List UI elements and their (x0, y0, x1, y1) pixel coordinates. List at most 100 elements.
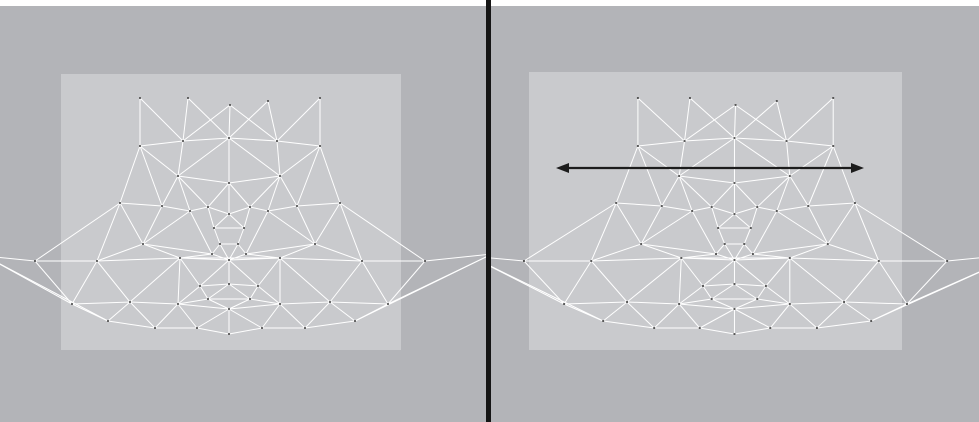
mesh-vertex (769, 327, 771, 329)
mesh-vertex (640, 243, 642, 245)
mesh-vertex (211, 253, 213, 255)
mesh-vertex (228, 283, 230, 285)
mesh-vertex (733, 259, 735, 261)
mesh-vertex (213, 227, 215, 229)
mesh-vertex (199, 285, 201, 287)
mesh-vertex (296, 205, 298, 207)
mesh-vertex (96, 260, 98, 262)
panel-left-svg (0, 6, 486, 422)
mesh-vertex (139, 145, 141, 147)
mesh-vertex (743, 243, 745, 245)
mesh-vertex (276, 140, 278, 142)
mesh-vertex (807, 205, 809, 207)
mesh-vertex (615, 202, 617, 204)
mesh-vertex (207, 206, 209, 208)
mesh-vertex (832, 145, 834, 147)
mesh-vertex (702, 285, 704, 287)
mesh-vertex (906, 303, 908, 305)
mesh-vertex (142, 243, 144, 245)
mesh-vertex (733, 333, 735, 335)
mesh-vertex (314, 243, 316, 245)
mesh-vertex (946, 260, 948, 262)
mesh-vertex (107, 320, 109, 322)
mesh-vertex (279, 303, 281, 305)
mesh-vertex (243, 227, 245, 229)
mesh-vertex (602, 320, 604, 322)
mesh-vertex (139, 97, 141, 99)
mesh-vertex (228, 259, 230, 261)
mesh-vertex (878, 260, 880, 262)
mesh-vertex (832, 97, 834, 99)
mesh-vertex (228, 182, 230, 184)
mesh-vertex (756, 206, 758, 208)
panel-right (491, 6, 979, 422)
image-frame (529, 72, 902, 350)
mesh-vertex (684, 140, 686, 142)
mesh-vertex (267, 100, 269, 102)
mesh-vertex (776, 210, 778, 212)
mesh-vertex (724, 243, 726, 245)
mesh-vertex (182, 140, 184, 142)
mesh-vertex (129, 301, 131, 303)
mesh-vertex (756, 298, 758, 300)
mesh-vertex (249, 206, 251, 208)
mesh-vertex (789, 175, 791, 177)
mesh-vertex (563, 303, 565, 305)
mesh-vertex (354, 320, 356, 322)
mesh-vertex (733, 213, 735, 215)
mesh-vertex (196, 327, 198, 329)
mesh-vertex (711, 298, 713, 300)
mesh-vertex (661, 205, 663, 207)
mesh-vertex (733, 137, 735, 139)
panel-left (0, 6, 486, 422)
mesh-vertex (717, 227, 719, 229)
mesh-vertex (34, 260, 36, 262)
mesh-vertex (711, 206, 713, 208)
mesh-vertex (733, 182, 735, 184)
mesh-vertex (319, 145, 321, 147)
mesh-vertex (361, 260, 363, 262)
mesh-vertex (637, 97, 639, 99)
mesh-vertex (267, 210, 269, 212)
mesh-vertex (523, 260, 525, 262)
mesh-vertex (228, 213, 230, 215)
mesh-vertex (154, 327, 156, 329)
mesh-vertex (735, 104, 737, 106)
mesh-vertex (789, 303, 791, 305)
mesh-vertex (177, 175, 179, 177)
mesh-vertex (119, 202, 121, 204)
mesh-vertex (161, 205, 163, 207)
mesh-vertex (237, 243, 239, 245)
mesh-vertex (424, 260, 426, 262)
panel-right-svg (491, 6, 979, 422)
mesh-vertex (653, 327, 655, 329)
mesh-vertex (590, 260, 592, 262)
mesh-vertex (776, 100, 778, 102)
mesh-vertex (319, 97, 321, 99)
mesh-vertex (177, 303, 179, 305)
mesh-vertex (765, 285, 767, 287)
mesh-vertex (189, 210, 191, 212)
mesh-vertex (733, 283, 735, 285)
mesh-vertex (733, 308, 735, 310)
mesh-vertex (843, 301, 845, 303)
mesh-vertex (245, 253, 247, 255)
mesh-vertex (750, 227, 752, 229)
mesh-vertex (279, 175, 281, 177)
mesh-vertex (257, 285, 259, 287)
mesh-vertex (680, 257, 682, 259)
mesh-vertex (789, 257, 791, 259)
mesh-vertex (187, 97, 189, 99)
mesh-vertex (228, 333, 230, 335)
mesh-vertex (827, 243, 829, 245)
mesh-vertex (229, 104, 231, 106)
mesh-vertex (249, 298, 251, 300)
mesh-vertex (329, 301, 331, 303)
mesh-vertex (387, 303, 389, 305)
mesh-vertex (715, 253, 717, 255)
mesh-vertex (689, 97, 691, 99)
mesh-vertex (691, 210, 693, 212)
mesh-vertex (678, 175, 680, 177)
mesh-vertex (626, 301, 628, 303)
